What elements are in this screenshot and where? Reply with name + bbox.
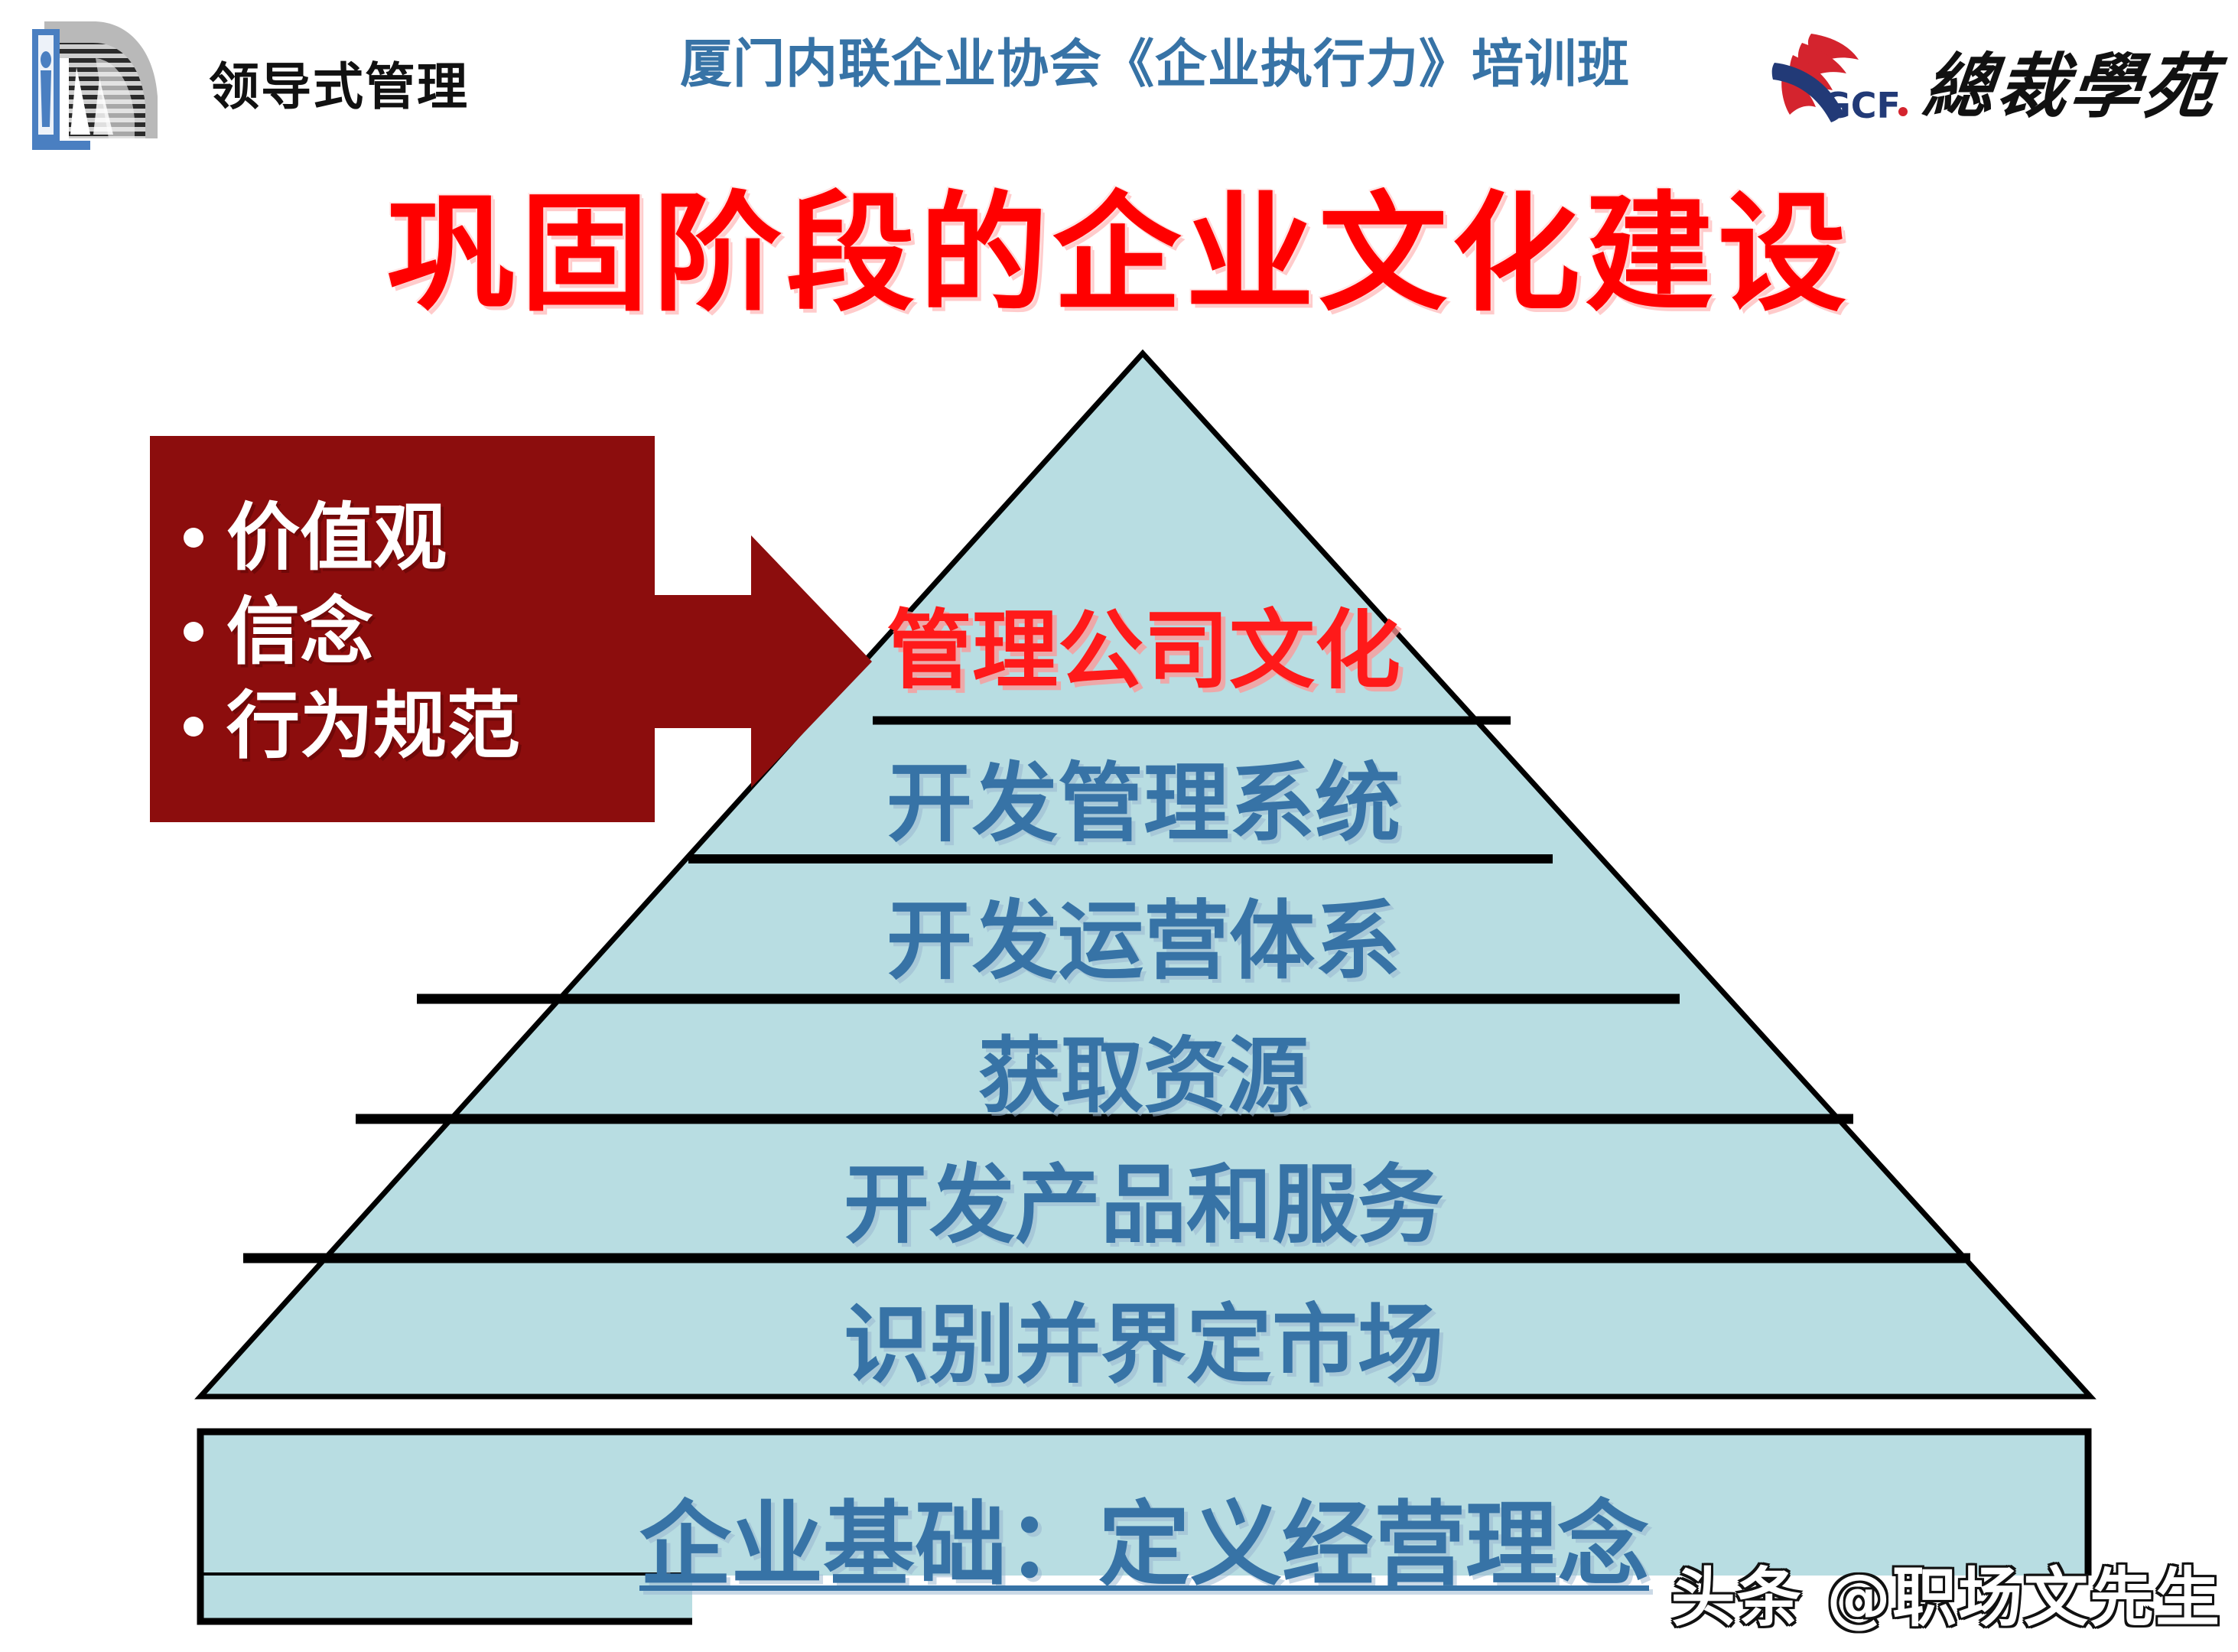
header-center-title: 厦门内联企业协会《企业执行力》培训班 [679,34,1630,95]
building-logo-icon [23,12,195,154]
pyramid-layer-label-2: 开发管理系统 [886,754,1400,854]
bullet-icon [184,622,203,642]
svg-text:GCF: GCF [1822,85,1901,126]
pyramid-foundation-label: 企业基础：定义经营理念 [639,1492,1649,1598]
right-brand-label: 總裁學苑 [1919,44,2222,128]
pyramid-layer-label-1: 管理公司文化 [886,601,1400,701]
callout-item: 行为规范 [184,681,635,771]
values-callout-box: 价值观 信念 行为规范 [150,436,655,822]
pyramid-layer-label-6: 识别并界定市场 [844,1296,1443,1395]
bullet-icon [184,528,203,548]
page-title: 巩固阶段的企业文化建设 [387,179,1851,329]
left-brand-label: 领导式管理 [209,57,469,116]
pyramid-layer-label-3: 开发运营体系 [886,892,1400,991]
callout-item-label: 行为规范 [226,683,520,769]
callout-item-label: 价值观 [226,494,447,580]
gcf-swoosh-icon: GCF [1767,23,1920,138]
watermark-text: 头条 @职场文先生 [1670,1560,2221,1635]
right-brand-logo: GCF 總裁學苑 [1767,8,2226,153]
callout-item: 信念 [184,587,635,677]
pyramid-layer-label-4: 获取资源 [977,1029,1309,1124]
left-brand-logo: 领导式管理 [23,6,497,159]
right-arrow-icon [612,535,872,788]
callout-item-label: 信念 [226,588,373,675]
callout-item: 价值观 [184,493,635,583]
pyramid-layer-label-5: 开发产品和服务 [844,1156,1443,1255]
bullet-icon [184,716,203,737]
